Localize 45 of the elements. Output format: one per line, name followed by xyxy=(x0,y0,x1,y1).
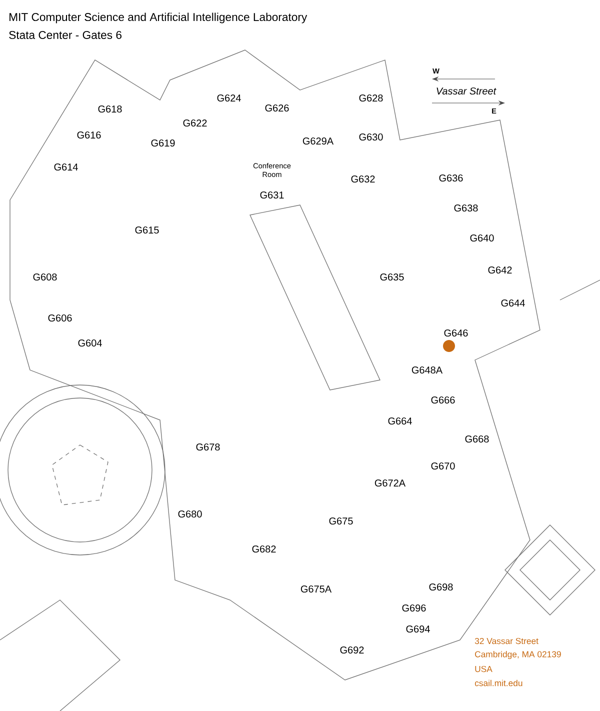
room-number: G632 xyxy=(351,175,375,183)
room-number: G622 xyxy=(183,119,207,127)
room-number: G614 xyxy=(54,163,78,171)
room-number: G646 xyxy=(444,329,468,337)
room-number: G664 xyxy=(388,417,412,425)
room-number: G666 xyxy=(431,396,455,404)
room-number: G698 xyxy=(429,583,453,591)
room-number: G682 xyxy=(252,545,276,553)
room-number: G630 xyxy=(359,133,383,141)
room-number: G624 xyxy=(217,94,241,102)
room-number: G694 xyxy=(406,625,430,633)
room-number: G616 xyxy=(77,131,101,139)
address-text: 32 Vassar Street xyxy=(474,638,538,644)
address-text: csail.mit.edu xyxy=(474,680,522,686)
room-number: G626 xyxy=(265,104,289,112)
room-number: G678 xyxy=(196,443,220,451)
room-number: G618 xyxy=(98,105,122,113)
room-number: G692 xyxy=(340,646,364,654)
room-number: G604 xyxy=(78,339,102,347)
room-number: G648A xyxy=(412,366,443,374)
room-number: G629A xyxy=(302,137,334,145)
room-number: G631 xyxy=(260,191,284,199)
room-number: G640 xyxy=(470,234,494,242)
room-number: G644 xyxy=(501,299,525,307)
address-text: USA xyxy=(475,666,492,672)
street-name: Vassar Street xyxy=(436,87,496,95)
room-number: G680 xyxy=(178,510,202,518)
title: MIT Computer Science and Artificial Intelligence Laboratory xyxy=(10,12,308,24)
room-number: G638 xyxy=(454,204,478,212)
room-number: G628 xyxy=(359,94,383,102)
address-text: Cambridge, MA 02139 xyxy=(475,650,561,660)
room-number: G675 xyxy=(329,517,353,525)
room-number: G635 xyxy=(380,273,404,281)
room-number: G642 xyxy=(488,266,512,274)
room-number: G608 xyxy=(33,273,57,281)
room-number: G615 xyxy=(135,226,159,234)
room-number: G696 xyxy=(402,604,426,612)
room-number: G675A xyxy=(300,585,332,593)
room-number: G606 xyxy=(48,314,72,322)
room-number: G668 xyxy=(465,435,489,443)
room-number: G619 xyxy=(151,139,175,147)
room-number: G672A xyxy=(374,479,406,487)
room-number: G636 xyxy=(439,174,463,182)
room-number: G670 xyxy=(431,462,455,470)
label-text: Stata Center - Gates 6 xyxy=(9,31,122,40)
